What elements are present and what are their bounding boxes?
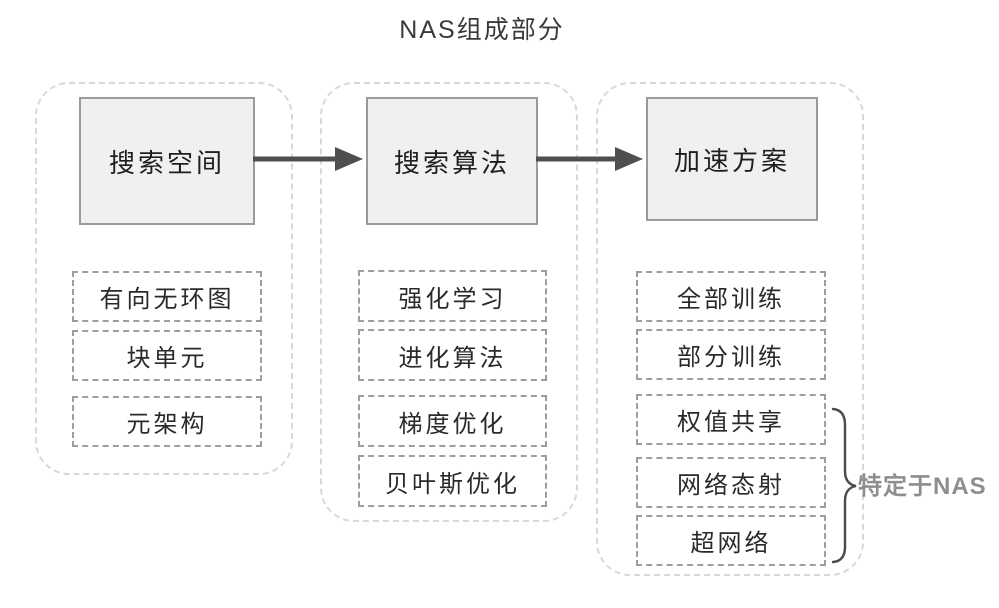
curly-brace-icon xyxy=(831,407,857,564)
diagram-title: NAS组成部分 xyxy=(399,16,565,44)
node-reinforcement-learning: 强化学习 xyxy=(358,270,547,322)
bracket-label-nas-specific: 特定于NAS xyxy=(858,473,987,500)
node-meta-architecture: 元架构 xyxy=(72,396,262,447)
node-gradient-optimization: 梯度优化 xyxy=(358,395,547,447)
node-partial-training: 部分训练 xyxy=(636,329,826,380)
group-search-algorithm: 搜索算法 强化学习 进化算法 梯度优化 贝叶斯优化 xyxy=(320,82,578,522)
node-evolutionary-algorithm: 进化算法 xyxy=(358,329,547,381)
node-network-morphism: 网络态射 xyxy=(636,457,826,508)
node-dag: 有向无环图 xyxy=(72,271,262,322)
arrow-algorithm-to-acceleration-icon xyxy=(536,147,643,171)
group-search-space: 搜索空间 有向无环图 块单元 元架构 xyxy=(35,82,293,475)
node-full-training: 全部训练 xyxy=(636,271,826,322)
node-block-cell: 块单元 xyxy=(72,330,262,381)
arrow-space-to-algorithm-icon xyxy=(253,147,363,171)
node-supernetwork: 超网络 xyxy=(636,515,826,566)
node-bayesian-optimization: 贝叶斯优化 xyxy=(358,455,547,507)
node-search-space: 搜索空间 xyxy=(79,97,255,225)
node-weight-sharing: 权值共享 xyxy=(636,394,826,445)
group-acceleration-scheme: 加速方案 全部训练 部分训练 权值共享 网络态射 超网络 xyxy=(596,82,864,576)
node-search-algorithm: 搜索算法 xyxy=(366,97,538,225)
node-acceleration-scheme: 加速方案 xyxy=(646,97,818,221)
